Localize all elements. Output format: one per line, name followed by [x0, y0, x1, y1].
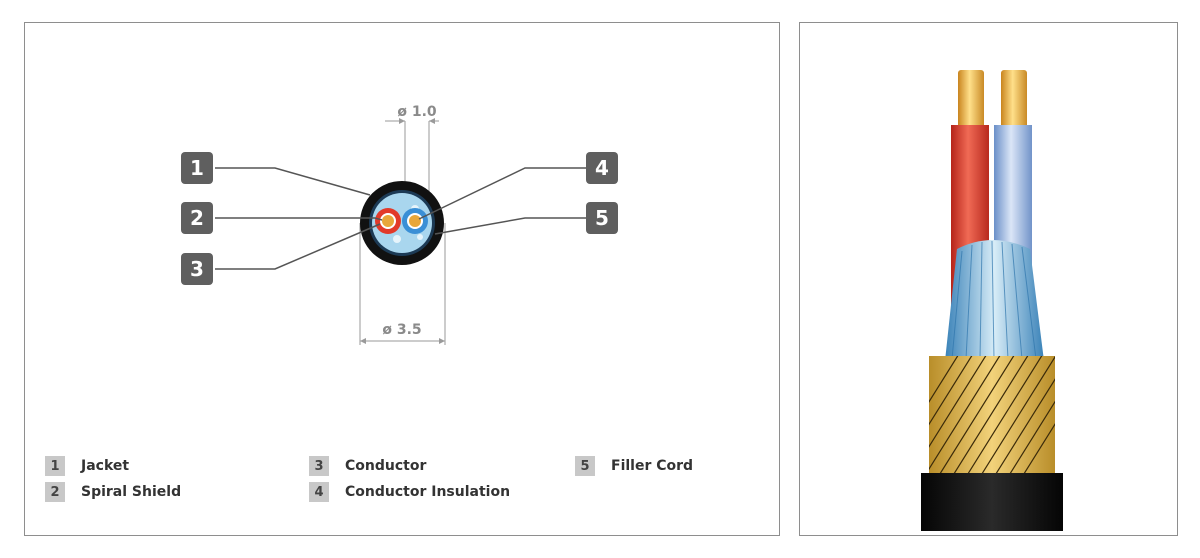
legend-label: Jacket	[81, 458, 130, 474]
legend-number: 4	[309, 482, 329, 502]
cross-section-panel: ø 1.0 ø 3.5	[24, 22, 780, 536]
cable-illustration	[921, 70, 1063, 531]
callout-4: 4	[586, 152, 618, 184]
legend-label: Spiral Shield	[81, 484, 182, 500]
legend-item-spiral-shield: 2 Spiral Shield	[45, 482, 181, 502]
braid-shield	[929, 356, 1055, 476]
leader-3	[215, 223, 381, 270]
svg-text:2: 2	[190, 206, 204, 230]
leader-1	[215, 167, 371, 196]
legend-item-filler-cord: 5 Filler Cord	[575, 456, 693, 476]
jacket	[921, 473, 1063, 531]
red-conductor	[382, 215, 394, 227]
callout-5: 5	[586, 202, 618, 234]
blue-conductor	[409, 215, 421, 227]
leader-2	[215, 217, 383, 221]
callout-3: 3	[181, 253, 213, 285]
legend-number: 5	[575, 456, 595, 476]
leader-5	[434, 217, 590, 235]
svg-text:4: 4	[595, 156, 609, 180]
legend-number: 2	[45, 482, 65, 502]
legend-item-jacket: 1 Jacket	[45, 456, 129, 476]
blue-conductor-tip	[1001, 70, 1027, 128]
inner-diameter-label: ø 1.0	[397, 104, 437, 120]
legend-number: 3	[309, 456, 329, 476]
svg-text:5: 5	[595, 206, 609, 230]
legend-label: Filler Cord	[611, 458, 694, 474]
callout-2: 2	[181, 202, 213, 234]
legend-label: Conductor Insulation	[345, 484, 511, 500]
cross-section-diagram: ø 1.0 ø 3.5	[181, 104, 618, 345]
cable-illustration-panel	[799, 22, 1178, 536]
outer-diameter-label: ø 3.5	[382, 322, 421, 338]
legend-item-conductor: 3 Conductor	[309, 456, 426, 476]
braid-hatching	[929, 356, 1055, 476]
red-conductor-tip	[958, 70, 984, 128]
leader-4	[418, 167, 590, 220]
outer-dimension: ø 3.5	[359, 223, 446, 345]
svg-text:3: 3	[190, 257, 204, 281]
legend-label: Conductor	[345, 458, 427, 474]
leader-lines	[215, 167, 590, 270]
callout-1: 1	[181, 152, 213, 184]
legend-number: 1	[45, 456, 65, 476]
svg-text:1: 1	[190, 156, 204, 180]
legend-item-conductor-insulation: 4 Conductor Insulation	[309, 482, 510, 502]
cable-cross-section	[360, 181, 444, 265]
